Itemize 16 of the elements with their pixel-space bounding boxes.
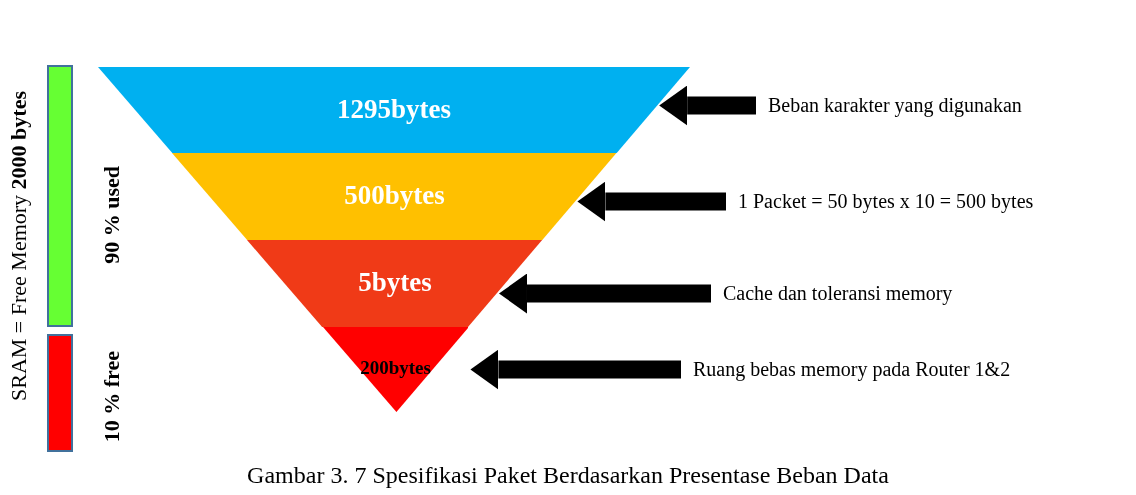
bar-caption: 10 % free [99,351,125,443]
band-label: 200bytes [359,357,432,379]
annotation-text: Ruang bebas memory pada Router 1&2 [693,358,1011,381]
annotation-text: Cache dan toleransi memory [723,282,953,305]
annotation-text: Beban karakter yang digunakan [768,94,1022,117]
block-arrow [659,85,756,126]
annotation-text: 1 Packet = 50 bytes x 10 = 500 bytes [738,190,1034,213]
band-label: 500bytes [343,180,446,212]
band-label: 5bytes [357,267,433,299]
block-arrow [577,181,726,222]
bar-caption: 90 % used [99,166,125,264]
band-label: 1295bytes [336,93,452,125]
figure-caption: Gambar 3. 7 Spesifikasi Paket Berdasarkan Presentase Beban Data [246,462,890,489]
memory-title: SRAM = Free Memory 2000 bytes [6,91,32,401]
block-arrow [470,349,681,390]
block-arrow [499,273,711,314]
